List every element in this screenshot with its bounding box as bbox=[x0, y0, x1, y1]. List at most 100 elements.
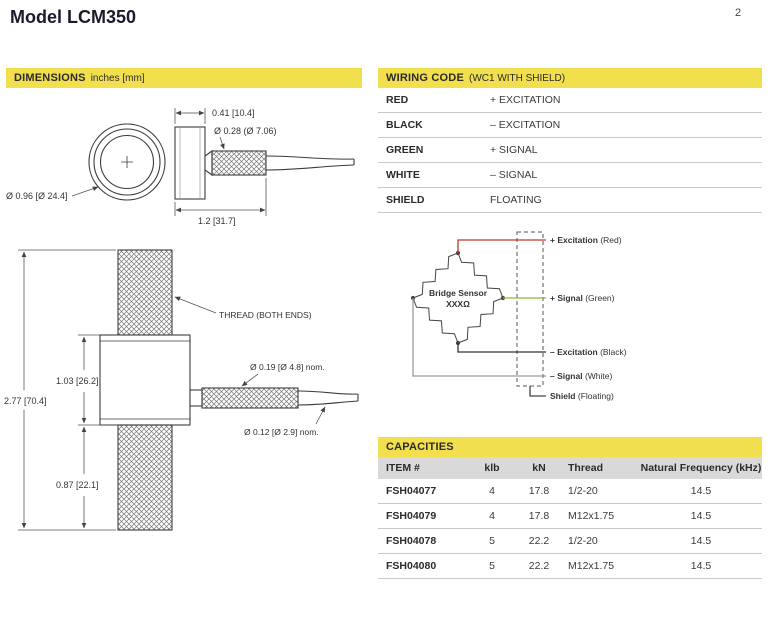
wire-label-signal-negative: – Signal (White) bbox=[550, 371, 613, 381]
wire-label-excitation-positive: + Excitation (Red) bbox=[550, 235, 622, 245]
wiring-row: RED + EXCITATION bbox=[378, 88, 762, 113]
large-view-dimensions bbox=[18, 249, 326, 531]
cell-klb: 5 bbox=[489, 560, 495, 572]
threaded-stud-top bbox=[117, 249, 173, 336]
capacities-row: FSH04078 5 22.2 1/2-20 14.5 bbox=[378, 529, 762, 554]
cell-thread: 1/2-20 bbox=[568, 535, 598, 547]
cell-klb: 4 bbox=[489, 510, 495, 522]
cell-body-large bbox=[99, 334, 191, 426]
wire-color-cell: SHIELD bbox=[386, 194, 425, 206]
wire-function-cell: + EXCITATION bbox=[490, 94, 561, 106]
bridge-wiring-diagram: Bridge Sensor XXXΩ + Excitation (Red) + … bbox=[410, 231, 627, 401]
dimension-label-body-height: 1.03 [26.2] bbox=[56, 376, 99, 386]
side-view-small bbox=[174, 126, 355, 200]
wiring-row: GREEN + SIGNAL bbox=[378, 138, 762, 163]
cable-bottom-line bbox=[297, 400, 359, 406]
column-header-thread: Thread bbox=[568, 462, 604, 474]
wire-label-excitation-negative: – Excitation (Black) bbox=[550, 347, 627, 357]
bridge-sensor-label-line1: Bridge Sensor bbox=[429, 288, 488, 298]
cell-natural-frequency: 14.5 bbox=[690, 485, 712, 497]
wire-label-name: Shield bbox=[550, 391, 576, 401]
dimension-label-top-length: 1.2 [31.7] bbox=[198, 216, 236, 226]
front-view bbox=[71, 123, 166, 201]
excitation-positive-wire bbox=[457, 239, 546, 253]
side-view-large bbox=[99, 249, 359, 531]
cell-thread: 1/2-20 bbox=[568, 485, 598, 497]
wiring-section-header: WIRING CODE (WC1 WITH SHIELD) bbox=[378, 68, 762, 88]
capacities-row: FSH04079 4 17.8 M12x1.75 14.5 bbox=[378, 504, 762, 529]
wire-color-cell: BLACK bbox=[386, 119, 423, 131]
wire-label-name: – Excitation bbox=[550, 347, 598, 357]
dimension-label-overall-height: 2.77 [70.4] bbox=[4, 396, 47, 406]
dimensions-drawing: Ø 0.96 [Ø 24.4] 0.41 [10.4] Ø 0.28 (Ø 7.… bbox=[4, 108, 359, 531]
wire-label-paren: (Red) bbox=[598, 235, 622, 245]
bridge-resistor bbox=[457, 252, 504, 299]
wire-label-name: + Excitation bbox=[550, 235, 598, 245]
cable-bottom-line bbox=[265, 164, 355, 171]
column-header-item: ITEM # bbox=[386, 462, 420, 474]
wiring-header-label: WIRING CODE bbox=[386, 72, 464, 84]
wire-function-cell: – SIGNAL bbox=[490, 169, 538, 181]
wire-label-paren: (Floating) bbox=[576, 391, 614, 401]
signal-negative-wire bbox=[412, 298, 546, 377]
wire-function-cell: – EXCITATION bbox=[490, 119, 561, 131]
cell-natural-frequency: 14.5 bbox=[690, 510, 712, 522]
bridge-resistor bbox=[412, 252, 459, 299]
wiring-row: WHITE – SIGNAL bbox=[378, 163, 762, 188]
page-title: Model LCM350 bbox=[10, 7, 137, 27]
cell-item: FSH04077 bbox=[386, 485, 437, 497]
dimensions-section-header: DIMENSIONS inches [mm] bbox=[6, 68, 362, 88]
wire-color-cell: WHITE bbox=[386, 169, 420, 181]
capacities-header-row: ITEM # klb kN Thread Natural Frequency (… bbox=[378, 457, 762, 479]
dimension-label-front-dia: Ø 0.96 [Ø 24.4] bbox=[6, 191, 68, 201]
cell-kn: 22.2 bbox=[528, 535, 550, 547]
wire-label-signal-positive: + Signal (Green) bbox=[550, 293, 615, 303]
front-view-ring bbox=[93, 128, 161, 196]
wheatstone-bridge bbox=[410, 250, 506, 346]
capacities-table: ITEM # klb kN Thread Natural Frequency (… bbox=[378, 457, 762, 579]
dimension-label-top-width: 0.41 [10.4] bbox=[212, 108, 255, 118]
flex-conduit-small bbox=[211, 150, 267, 176]
cell-thread: M12x1.75 bbox=[568, 510, 615, 522]
strain-relief-taper bbox=[204, 149, 213, 177]
excitation-negative-wire bbox=[457, 343, 546, 353]
column-header-natural-frequency: Natural Frequency (kHz) bbox=[640, 462, 762, 474]
wire-label-shield: Shield (Floating) bbox=[550, 391, 614, 401]
dimension-label-lower-height: 0.87 [22.1] bbox=[56, 480, 99, 490]
flex-conduit-large bbox=[201, 387, 299, 409]
cell-kn: 17.8 bbox=[528, 510, 550, 522]
cell-kn: 22.2 bbox=[528, 560, 550, 572]
wiring-table: RED + EXCITATION BLACK – EXCITATION GREE… bbox=[378, 88, 762, 213]
wire-label-paren: (White) bbox=[583, 371, 613, 381]
cell-thread: M12x1.75 bbox=[568, 560, 615, 572]
dimension-label-conduit-dia: Ø 0.19 [Ø 4.8] nom. bbox=[250, 362, 325, 372]
wiring-header-sub-label: (WC1 WITH SHIELD) bbox=[468, 72, 566, 84]
front-view-button bbox=[99, 134, 155, 190]
threaded-stud-bottom bbox=[117, 424, 173, 531]
capacities-section-header: CAPACITIES bbox=[378, 437, 762, 457]
wire-label-paren: (Green) bbox=[583, 293, 615, 303]
wiring-row: SHIELD FLOATING bbox=[378, 188, 762, 213]
capacities-row: FSH04080 5 22.2 M12x1.75 14.5 bbox=[378, 554, 762, 579]
cable-top-line bbox=[265, 155, 355, 160]
dimension-label-cable-dia: Ø 0.12 [Ø 2.9] nom. bbox=[244, 427, 319, 437]
shield-dashed-box bbox=[516, 231, 544, 387]
front-view-outer-circle bbox=[88, 123, 166, 201]
cell-klb: 4 bbox=[489, 485, 495, 497]
bridge-resistor bbox=[412, 297, 459, 344]
thread-note-label: THREAD (BOTH ENDS) bbox=[219, 310, 312, 320]
cell-item: FSH04080 bbox=[386, 560, 437, 572]
dimension-label-conduit-dia-top: Ø 0.28 (Ø 7.06) bbox=[214, 126, 277, 136]
cell-natural-frequency: 14.5 bbox=[690, 560, 712, 572]
cell-natural-frequency: 14.5 bbox=[690, 535, 712, 547]
bridge-sensor-label-line2: XXXΩ bbox=[446, 299, 470, 309]
wire-function-cell: + SIGNAL bbox=[490, 144, 538, 156]
cell-item: FSH04078 bbox=[386, 535, 437, 547]
wire-color-cell: RED bbox=[386, 94, 409, 106]
capacities-header-label: CAPACITIES bbox=[386, 441, 454, 453]
wire-label-paren: (Black) bbox=[598, 347, 627, 357]
cell-kn: 17.8 bbox=[528, 485, 550, 497]
dimensions-header-label: DIMENSIONS bbox=[14, 72, 86, 84]
shield-wire bbox=[529, 386, 546, 397]
wire-color-cell: GREEN bbox=[386, 144, 424, 156]
